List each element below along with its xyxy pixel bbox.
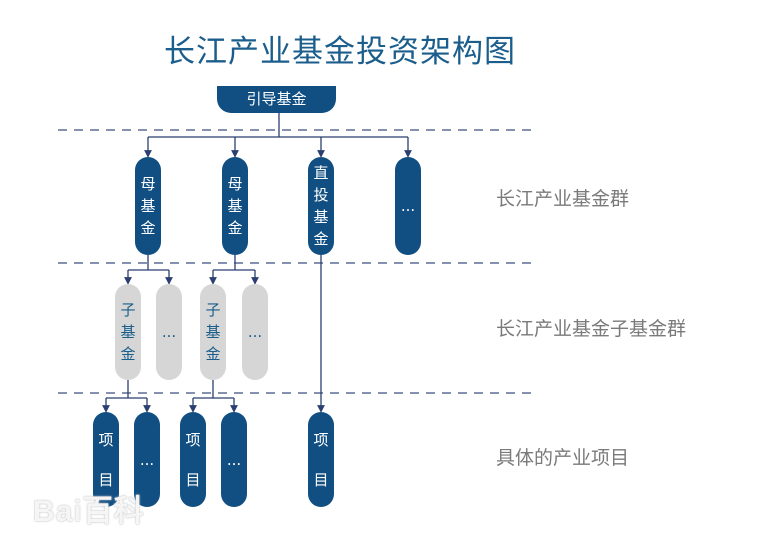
node-label-char: 金	[140, 219, 156, 237]
tier3-node-project-1: 项目	[93, 412, 119, 507]
node-label-char: 项	[185, 430, 201, 449]
diagram-title: 长江产业基金投资架构图	[164, 34, 516, 70]
tier-label-projects: 具体的产业项目	[496, 447, 630, 469]
tier1-node-mother-fund-2: 母基金	[222, 157, 248, 255]
tier3-node-project-2: 项目	[180, 412, 206, 507]
node-label-char: 基	[140, 197, 156, 215]
tier2-node-more-1: ...	[156, 284, 182, 380]
tier-label-fund-group: 长江产业基金群	[496, 188, 630, 210]
tier3-node-project-3: 项目	[308, 412, 334, 507]
node-label-char: 基	[313, 208, 329, 226]
node-label-char: ...	[247, 323, 263, 341]
tier2-node-sub-fund-2: 子基金	[200, 284, 226, 380]
node-label-char: 基	[205, 323, 221, 341]
node-label-char: 直	[313, 164, 329, 182]
node-label-char: 子	[120, 301, 136, 319]
node-label-char: 项	[98, 430, 114, 449]
node-label-char: 基	[227, 197, 243, 215]
node-label-char: 金	[313, 230, 329, 248]
node-label-char: ...	[226, 450, 242, 469]
tier3-node-more-1: ...	[134, 412, 160, 507]
node-label-char: 母	[140, 175, 156, 193]
tier1-node-direct-fund: 直投基金	[308, 157, 334, 255]
tier1-node-more: ...	[395, 157, 421, 255]
tier2-node-sub-fund-1: 子基金	[115, 284, 141, 380]
node-label-char: 金	[227, 219, 243, 237]
node-label-char: 目	[313, 470, 329, 489]
tier1-node-mother-fund-1: 母基金	[135, 157, 161, 255]
tier3-node-more-2: ...	[221, 412, 247, 507]
node-label-char: 金	[120, 345, 136, 363]
node-label-char: 投	[313, 186, 329, 204]
node-label-char: 目	[185, 470, 201, 489]
node-label-char: 项	[313, 430, 329, 449]
tier-label-sub-fund-group: 长江产业基金子基金群	[496, 318, 687, 340]
node-label-char: ...	[400, 197, 416, 215]
node-label-char: ...	[161, 323, 177, 341]
node-label-char: ...	[139, 450, 155, 469]
node-label-char: 金	[205, 345, 221, 363]
root-node-guidance-fund: 引导基金	[217, 86, 336, 113]
node-label-char: 基	[120, 323, 136, 341]
baidu-baike-watermark: Bai百科	[33, 495, 145, 528]
node-label-char: 目	[98, 470, 114, 489]
node-label-char: 母	[227, 175, 243, 193]
node-label-char: 子	[205, 301, 221, 319]
tier2-node-more-2: ...	[242, 284, 268, 380]
